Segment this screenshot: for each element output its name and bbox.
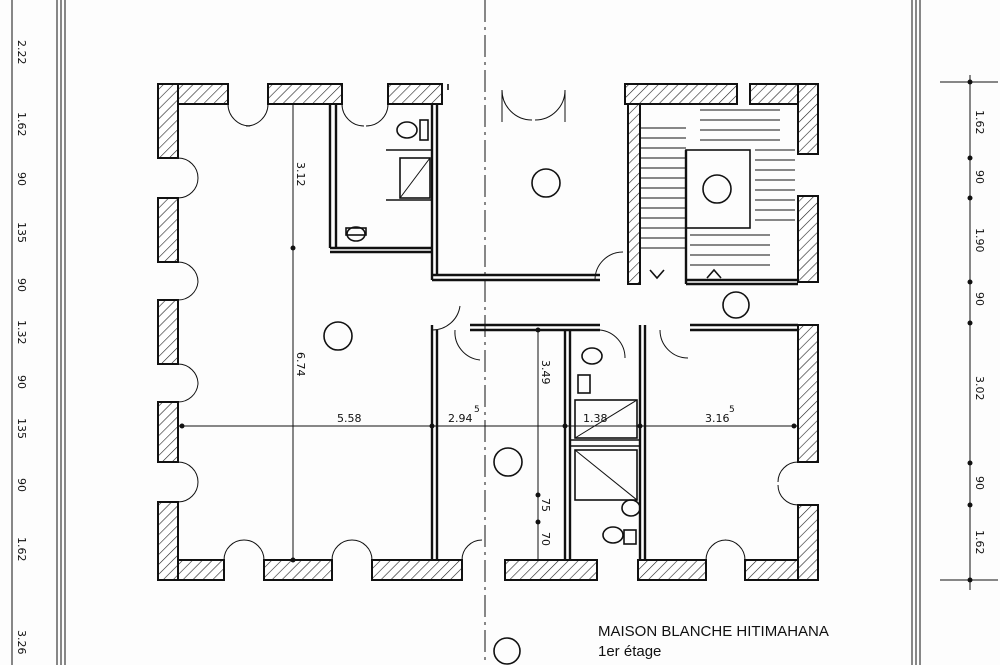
right-dim-6: 90 xyxy=(973,476,986,490)
left-dimension-chain: 2.22 1.62 90 135 90 1.32 90 135 90 1.62 … xyxy=(11,0,28,665)
left-dim-3: 90 xyxy=(15,172,28,186)
exterior-walls xyxy=(157,83,819,581)
right-dim-4: 90 xyxy=(973,292,986,306)
right-dim-5: 3.02 xyxy=(973,376,986,401)
left-dim-6: 1.32 xyxy=(15,320,28,345)
ceiling-lights xyxy=(323,168,750,665)
right-dim-2: 90 xyxy=(973,170,986,184)
left-dim-10: 1.62 xyxy=(15,537,28,562)
left-dim-5: 90 xyxy=(15,278,28,292)
dim-room-width: 5.58 xyxy=(337,412,362,425)
right-dimension-chain: 1.62 90 1.90 90 3.02 90 1.62 xyxy=(940,75,998,590)
dim-right-room-width: 3.16 xyxy=(705,412,730,425)
drawing-title: MAISON BLANCHE HITIMAHANA xyxy=(598,623,829,640)
dim-wc-height: 3.12 xyxy=(294,162,307,187)
left-dim-8: 135 xyxy=(15,418,28,439)
left-dim-4: 135 xyxy=(15,222,28,243)
staircase xyxy=(640,109,795,280)
right-dim-3: 1.90 xyxy=(973,228,986,253)
dim-room-height: 6.74 xyxy=(294,352,307,377)
drawing-subtitle: 1er étage xyxy=(598,643,661,660)
right-dim-1: 1.62 xyxy=(973,110,986,135)
dim-bath-width: 1.38 xyxy=(583,412,608,425)
dim-corridor-width: 2.94 xyxy=(448,412,473,425)
left-dim-9: 90 xyxy=(15,478,28,492)
dim-small-2: 70 xyxy=(539,532,552,546)
dim-corridor-height: 3.49 xyxy=(539,360,552,385)
left-dim-7: 90 xyxy=(15,375,28,389)
left-dim-11: 3.26 xyxy=(15,630,28,655)
dim-corridor-width-sup: 5 xyxy=(474,405,480,415)
left-dim-1: 2.22 xyxy=(15,40,28,65)
dim-right-room-width-sup: 5 xyxy=(729,405,735,415)
dim-small-1: 75 xyxy=(539,498,552,512)
margin-rules xyxy=(56,0,921,665)
interior-partitions xyxy=(177,84,799,561)
interior-dimension-lines xyxy=(178,104,798,563)
left-dim-2: 1.62 xyxy=(15,112,28,137)
right-dim-7: 1.62 xyxy=(973,530,986,555)
